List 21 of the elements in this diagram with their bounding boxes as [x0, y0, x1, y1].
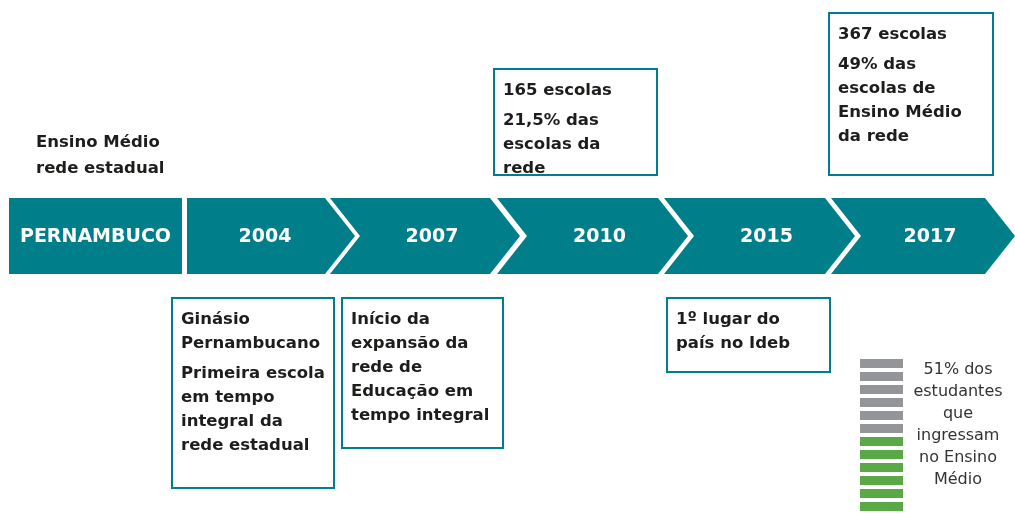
caption-text: Ensino Médio rede estadual [36, 131, 166, 179]
callout-box [666, 297, 831, 373]
callout-box [171, 297, 335, 489]
callout-text: Início da expansão da rede de Educação em tempo integral [351, 308, 491, 426]
callout-text: 49% das escolas de Ensino Médio da rede [838, 53, 963, 147]
callout-text: 1º lugar do país no Ideb [676, 308, 791, 354]
callout-box [828, 12, 994, 176]
state-label: PERNAMBUCO [19, 224, 172, 246]
year-label: 2015 [740, 224, 793, 246]
callout-text: 367 escolas [838, 23, 948, 45]
callout-box [341, 297, 504, 449]
note-text: 51% dos estudantes que ingressam no Ensino Médio [912, 358, 1004, 490]
callout-text: 165 escolas [503, 79, 613, 101]
year-label: 2017 [903, 224, 957, 246]
callout-text: Primeira escola em tempo integral da rede estadual [181, 362, 325, 456]
callout-text: Ginásio Pernambucano [181, 308, 322, 354]
year-label: 2004 [238, 224, 292, 246]
callout-box [493, 68, 658, 176]
year-label: 2010 [573, 224, 626, 246]
callout-text: 21,5% das escolas da rede [503, 109, 602, 179]
year-label: 2007 [405, 224, 459, 246]
